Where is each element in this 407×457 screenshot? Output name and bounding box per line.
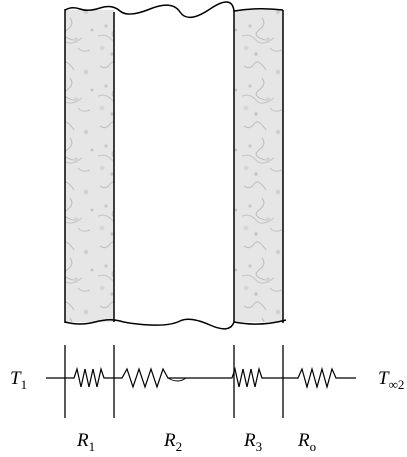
left-wall — [64, 9, 115, 323]
r3-label: R3 — [243, 430, 262, 454]
ro-label: Ro — [297, 430, 316, 454]
bottom-break-line — [64, 318, 287, 330]
t1-label: T1 — [10, 368, 27, 392]
r2-label: R2 — [163, 430, 182, 454]
resistor-network — [46, 366, 356, 390]
node-markers — [64, 345, 284, 418]
top-break-line — [64, 1, 284, 18]
r1-label: R1 — [76, 430, 95, 454]
right-wall — [233, 10, 284, 323]
r2-tail — [167, 377, 187, 382]
t-inf2-label: T∞2 — [378, 368, 404, 392]
